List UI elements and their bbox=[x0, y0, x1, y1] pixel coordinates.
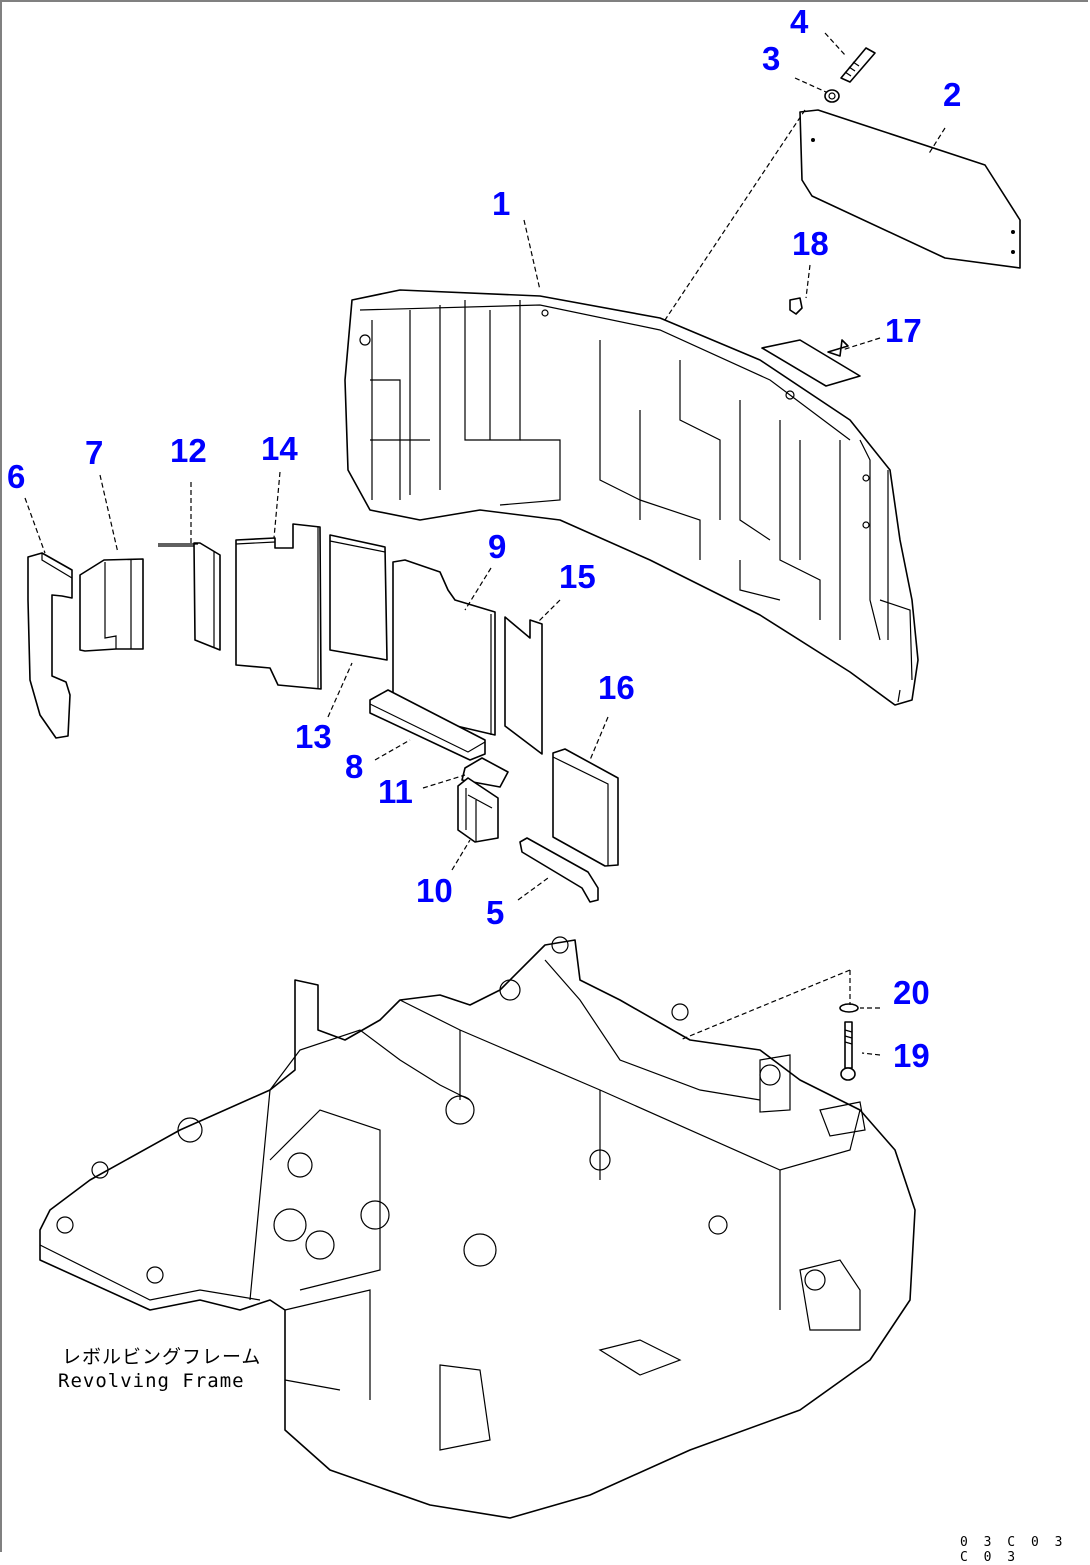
frame-caption-english: Revolving Frame bbox=[58, 1370, 245, 1392]
callout-17: 17 bbox=[885, 312, 922, 349]
callout-9: 9 bbox=[488, 528, 507, 565]
part-14-panel bbox=[235, 523, 322, 690]
part-16-pad bbox=[552, 748, 619, 867]
callout-5: 5 bbox=[486, 894, 505, 931]
callout-12: 12 bbox=[170, 432, 207, 469]
callout-20: 20 bbox=[893, 974, 930, 1011]
part-10-bracket bbox=[457, 777, 499, 843]
part-11-block bbox=[461, 757, 509, 788]
revolving-frame bbox=[39, 936, 916, 1519]
part-15-panel bbox=[504, 616, 543, 755]
part-6-block bbox=[27, 552, 73, 739]
callout-13: 13 bbox=[295, 718, 332, 755]
part-19-bolt bbox=[840, 1021, 856, 1081]
callout-18: 18 bbox=[792, 225, 829, 262]
part-12-pad bbox=[158, 542, 221, 651]
part-3-washer bbox=[824, 89, 840, 103]
part-17-plate bbox=[761, 339, 861, 387]
callout-15: 15 bbox=[559, 558, 596, 595]
callout-3: 3 bbox=[762, 40, 781, 77]
callout-6: 6 bbox=[7, 458, 26, 495]
callout-19: 19 bbox=[893, 1037, 930, 1074]
callout-1: 1 bbox=[492, 185, 511, 222]
frame-caption-japanese: レボルビングフレーム bbox=[62, 1346, 262, 1368]
callout-4: 4 bbox=[790, 3, 809, 40]
part-4-bolt bbox=[840, 47, 876, 83]
callout-10: 10 bbox=[416, 872, 453, 909]
callout-11: 11 bbox=[378, 773, 413, 810]
callout-7: 7 bbox=[85, 434, 104, 471]
part-2-cover-plate bbox=[799, 109, 1021, 269]
callout-8: 8 bbox=[345, 748, 364, 785]
callout-16: 16 bbox=[598, 669, 635, 706]
part-7-channel bbox=[79, 558, 144, 652]
part-20-washer bbox=[839, 1003, 859, 1013]
part-5-bracket bbox=[519, 837, 599, 903]
part-18-plug bbox=[789, 297, 803, 315]
part-8-bar bbox=[369, 689, 486, 761]
callout-2: 2 bbox=[943, 76, 962, 113]
part-1-counterweight bbox=[344, 289, 919, 706]
leader-lines bbox=[24, 32, 946, 1056]
figure-code: 0 3 C 0 3 C 0 3 bbox=[960, 1535, 1067, 1565]
callout-14: 14 bbox=[261, 430, 298, 467]
part-13-panel bbox=[329, 534, 388, 661]
